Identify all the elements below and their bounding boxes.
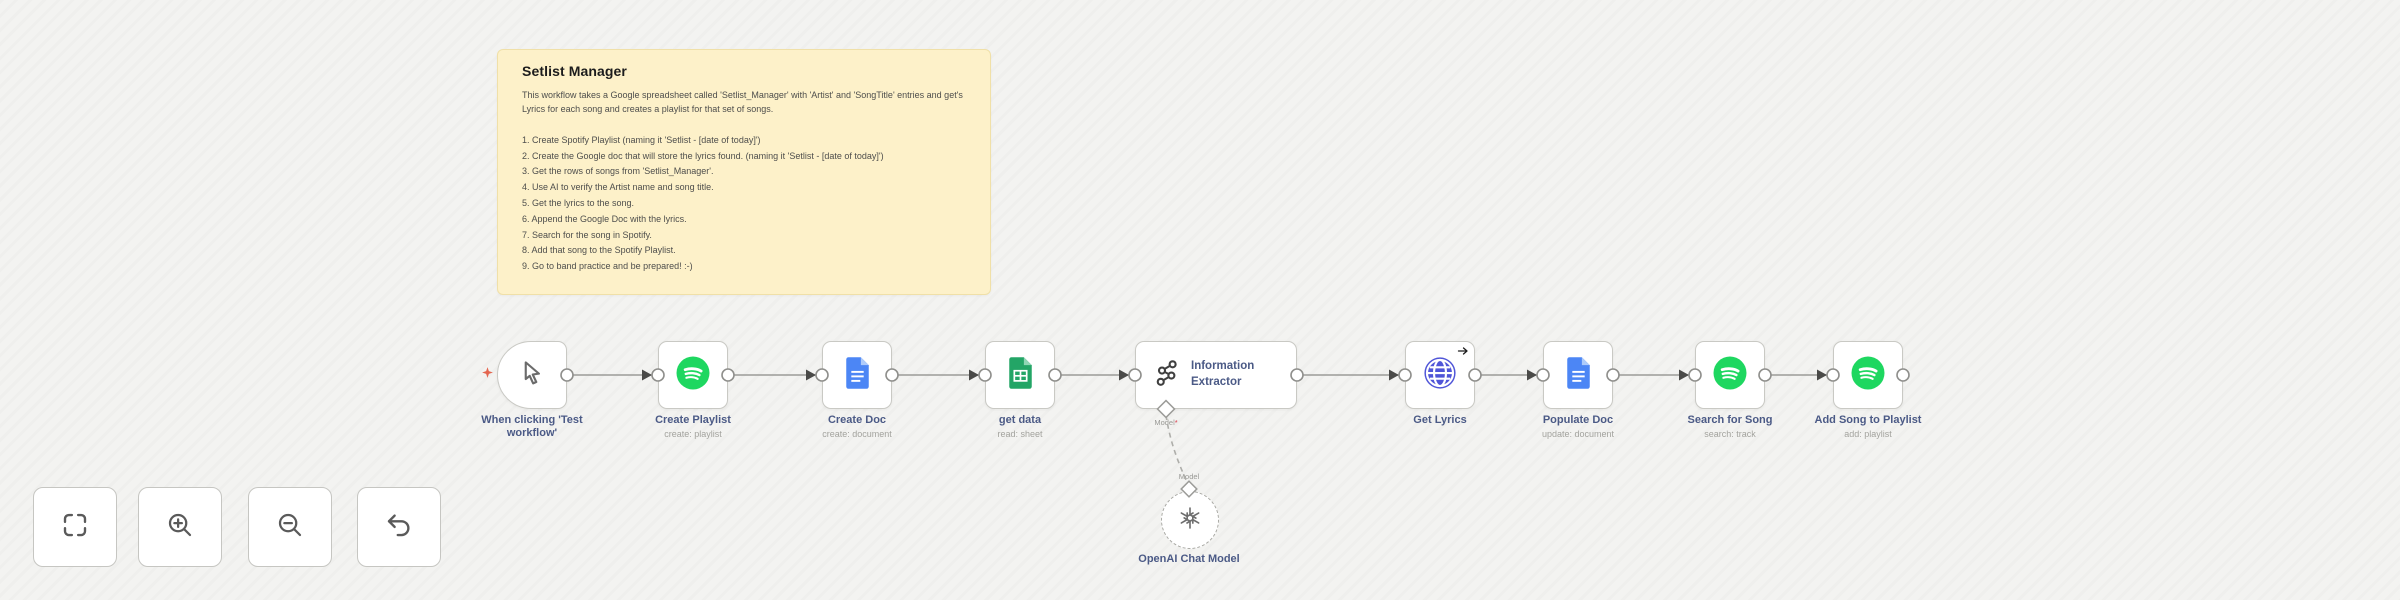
zoom-in-button[interactable] (138, 487, 222, 567)
sticky-note-title: Setlist Manager (522, 63, 627, 79)
node-label-search-for-song: Search for Song search: track (1687, 414, 1773, 439)
step-item: 1. Create Spotify Playlist (naming it 'S… (522, 134, 761, 145)
model-input-label: Model (1178, 472, 1200, 481)
step-item: 3. Get the rows of songs from 'Setlist_M… (522, 166, 714, 177)
fit-view-button[interactable] (33, 487, 117, 567)
zoom-in-icon (165, 510, 195, 545)
model-port-label: Model* (1154, 418, 1178, 427)
step-item: 9. Go to band practice and be prepared! … (522, 261, 693, 272)
sticky-note-description: This workflow takes a Google spreadsheet… (522, 90, 963, 114)
node-search-for-song[interactable] (1695, 341, 1765, 409)
spotify-icon (1850, 355, 1886, 396)
node-create-doc[interactable] (822, 341, 892, 409)
node-label-create-doc: Create Doc create: document (822, 414, 892, 439)
step-item: 8. Add that song to the Spotify Playlist… (522, 245, 676, 256)
node-label-create-playlist: Create Playlist create: playlist (655, 414, 731, 439)
step-item: 4. Use AI to verify the Artist name and … (522, 182, 714, 193)
node-information-extractor[interactable]: Information Extractor (1135, 341, 1297, 409)
google-docs-icon (844, 356, 871, 395)
node-title-information-extractor: Information Extractor (1191, 360, 1255, 388)
node-create-playlist[interactable] (658, 341, 728, 409)
globe-icon (1423, 356, 1457, 395)
step-item: 7. Search for the song in Spotify. (522, 229, 652, 240)
node-label-populate-doc: Populate Doc update: document (1541, 414, 1615, 439)
sticky-note-steps: 1. Create Spotify Playlist (naming it 'S… (522, 133, 966, 275)
node-label-get-lyrics: Get Lyrics (1413, 414, 1467, 426)
node-when-clicking-test-workflow[interactable] (497, 341, 567, 409)
step-item: 6. Append the Google Doc with the lyrics… (522, 213, 687, 224)
node-get-data[interactable] (985, 341, 1055, 409)
google-sheets-icon (1007, 356, 1034, 395)
mouse-cursor-icon (517, 358, 547, 393)
step-item: 5. Get the lyrics to the song. (522, 198, 635, 209)
node-label-add-song-to-playlist: Add Song to Playlist add: playlist (1814, 414, 1922, 439)
google-docs-icon (1565, 356, 1592, 395)
undo-icon (384, 510, 414, 545)
pinned-data-arrow-icon (1457, 345, 1469, 357)
node-populate-doc[interactable] (1543, 341, 1613, 409)
spotify-icon (1712, 355, 1748, 396)
spotify-icon (675, 355, 711, 396)
node-label-get-data: get data read: sheet (997, 414, 1043, 439)
openai-icon (1177, 505, 1203, 536)
node-label-openai-chat-model: OpenAI Chat Model (1138, 553, 1240, 565)
zoom-out-icon (275, 510, 305, 545)
sticky-note[interactable]: Setlist Manager This workflow takes a Go… (497, 49, 991, 295)
node-add-song-to-playlist[interactable] (1833, 341, 1903, 409)
trigger-star-icon (481, 366, 494, 379)
fit-view-icon (60, 510, 90, 545)
node-get-lyrics[interactable] (1405, 341, 1475, 409)
zoom-out-button[interactable] (248, 487, 332, 567)
node-label-when-clicking: When clicking 'Test workflow' (481, 414, 583, 439)
node-openai-chat-model[interactable] (1161, 491, 1219, 549)
undo-button[interactable] (357, 487, 441, 567)
graph-extract-icon (1152, 358, 1182, 393)
step-item: 2. Create the Google doc that will store… (522, 150, 884, 161)
